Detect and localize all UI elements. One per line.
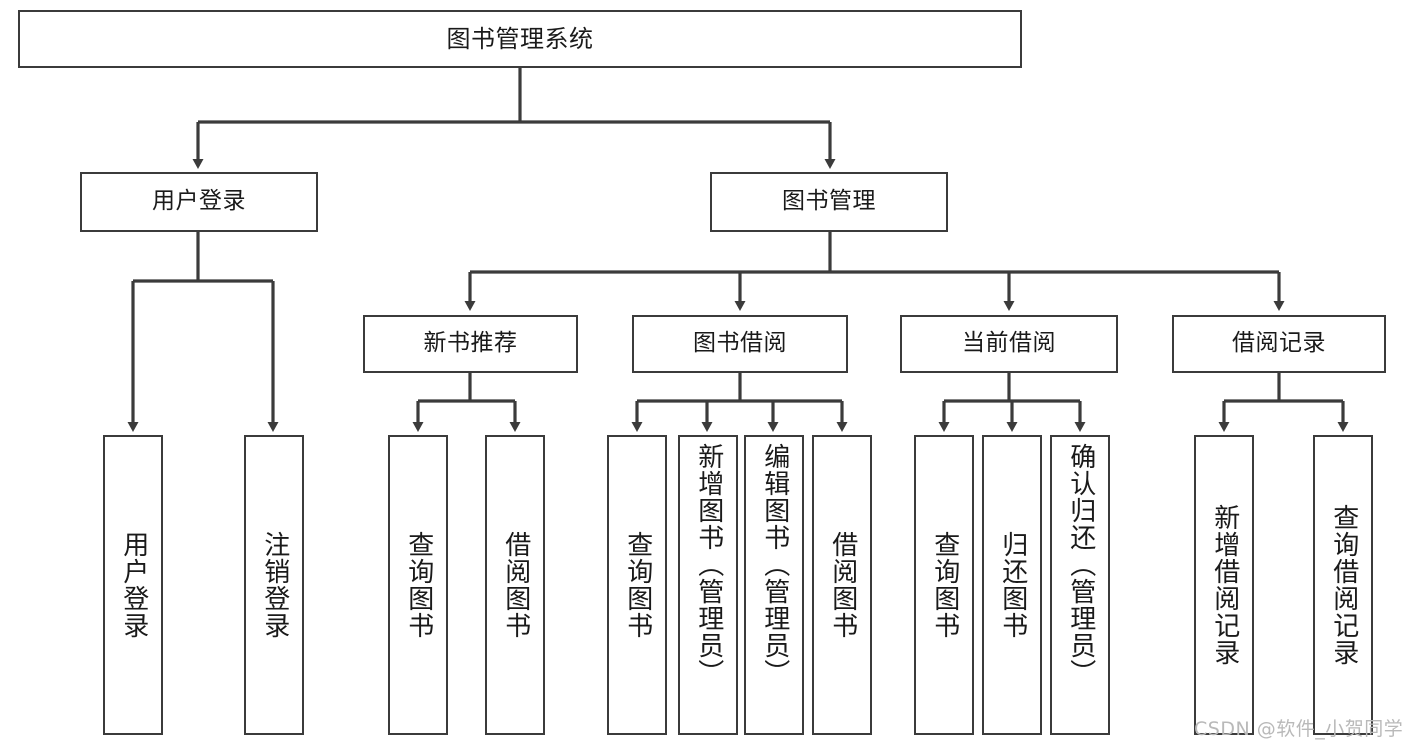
leaf-label: 归还图书 — [997, 531, 1028, 639]
leaf-label: 查询图书 — [929, 531, 960, 639]
leaf-book-borrow-query-book[interactable]: 查询图书 — [607, 435, 667, 735]
leaf-label: 用户登录 — [118, 531, 149, 639]
leaf-label: 查询图书 — [622, 531, 653, 639]
node-current-borrow[interactable]: 当前借阅 — [900, 315, 1118, 373]
leaf-label: 新增借阅记录 — [1209, 504, 1240, 666]
leaf-current-borrow-query-book[interactable]: 查询图书 — [914, 435, 974, 735]
node-borrow-record[interactable]: 借阅记录 — [1172, 315, 1386, 373]
leaf-label: 借阅图书 — [500, 531, 531, 639]
leaf-label: 注销登录 — [259, 531, 290, 639]
leaf-label: 编辑图书（管理员） — [759, 443, 790, 686]
node-user-login[interactable]: 用户登录 — [80, 172, 318, 232]
csdn-watermark: CSDN @软件_小贺同学 — [1194, 718, 1404, 740]
leaf-book-borrow-borrow-book[interactable]: 借阅图书 — [812, 435, 872, 735]
node-book-management[interactable]: 图书管理 — [710, 172, 948, 232]
leaf-user-login-logout[interactable]: 注销登录 — [244, 435, 304, 735]
node-book-borrow[interactable]: 图书借阅 — [632, 315, 848, 373]
leaf-new-book-query-book[interactable]: 查询图书 — [388, 435, 448, 735]
leaf-book-borrow-add-book-admin[interactable]: 新增图书（管理员） — [678, 435, 738, 735]
leaf-new-book-borrow-book[interactable]: 借阅图书 — [485, 435, 545, 735]
node-root-book-management-system[interactable]: 图书管理系统 — [18, 10, 1022, 68]
leaf-label: 查询图书 — [403, 531, 434, 639]
node-new-book-recommend[interactable]: 新书推荐 — [363, 315, 578, 373]
leaf-label: 借阅图书 — [827, 531, 858, 639]
leaf-book-borrow-edit-book-admin[interactable]: 编辑图书（管理员） — [744, 435, 804, 735]
leaf-borrow-record-add-record[interactable]: 新增借阅记录 — [1194, 435, 1254, 735]
leaf-label: 新增图书（管理员） — [693, 443, 724, 686]
leaf-current-borrow-confirm-return-admin[interactable]: 确认归还（管理员） — [1050, 435, 1110, 735]
leaf-label: 查询借阅记录 — [1328, 504, 1359, 666]
leaf-borrow-record-query-record[interactable]: 查询借阅记录 — [1313, 435, 1373, 735]
leaf-label: 确认归还（管理员） — [1065, 443, 1096, 686]
leaf-current-borrow-return-book[interactable]: 归还图书 — [982, 435, 1042, 735]
leaf-user-login-login[interactable]: 用户登录 — [103, 435, 163, 735]
